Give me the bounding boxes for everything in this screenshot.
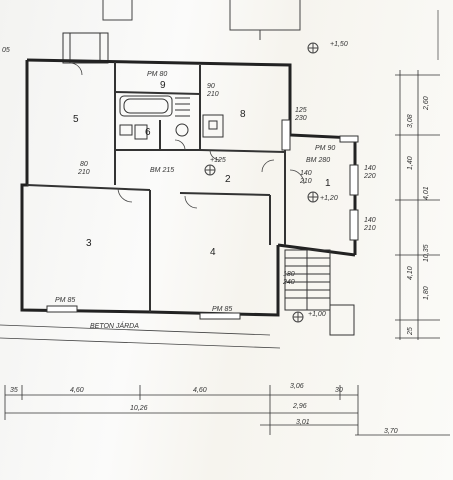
label-dim-90-a: 90: [207, 83, 215, 90]
label-dim-210-d: 210: [363, 225, 376, 232]
room-number-3: 3: [86, 238, 92, 249]
label-level-100: +1,00: [308, 311, 326, 318]
label-dim-220: 220: [363, 173, 376, 180]
label-pm-85-b: PM 85: [212, 306, 232, 313]
room-number-8: 8: [240, 109, 246, 120]
dim-right-410: 4,10: [407, 266, 414, 280]
label-dim-180: 180: [283, 271, 295, 278]
inner-walls: [26, 62, 286, 312]
label-beton-jarak: BETON JÁRDA: [90, 321, 139, 330]
dim-right-1035: 10,35: [423, 244, 430, 262]
dim-bottom-296: 2,96: [292, 403, 307, 410]
small-stairs: [175, 97, 190, 117]
room-number-9: 9: [160, 80, 166, 91]
right-dimension-lines: [395, 70, 440, 340]
dim-right-25: 25: [407, 327, 414, 336]
dim-right-140: 1,40: [407, 156, 414, 170]
dim-bottom-1026: 10,26: [130, 405, 148, 412]
label-pm-90: PM 90: [315, 145, 335, 152]
label-level-150: +1,50: [330, 41, 348, 48]
dim-bottom-35: 35: [10, 387, 18, 394]
dim-bottom-460-b: 4,60: [193, 387, 207, 394]
label-dim-140-b: 140: [364, 165, 376, 172]
label-dim-140: 140: [300, 170, 312, 177]
room-number-4: 4: [210, 247, 216, 258]
bottom-dimension-lines: [4, 385, 450, 436]
dim-bottom-301: 3,01: [296, 419, 310, 426]
room-number-5: 5: [73, 114, 79, 125]
dim-right-180: 1,80: [423, 286, 430, 300]
dim-bottom-460-a: 4,60: [70, 387, 84, 394]
windows: [46, 119, 359, 320]
ground-lines: [0, 324, 281, 349]
label-pm-85-a: PM 85: [55, 297, 75, 304]
label-dim-125: 125: [295, 107, 307, 114]
label-pm-top: PM 80: [147, 71, 167, 78]
room-number-6: 6: [145, 127, 151, 138]
top-neighbor-structures: [102, 0, 301, 40]
entrance-porch: [62, 32, 109, 64]
label-level-125: +125: [210, 157, 226, 164]
label-dim-210-b: 210: [77, 169, 90, 176]
staircase: [284, 249, 355, 336]
label-dim-210-a: 210: [206, 91, 219, 98]
label-bm-215: BM 215: [150, 167, 174, 174]
room-number-2: 2: [225, 174, 231, 185]
bathtub: [119, 95, 173, 117]
label-dim-left: 05: [2, 47, 10, 54]
room-number-1: 1: [325, 178, 331, 189]
dim-right-260: 2,60: [423, 96, 430, 111]
label-dim-240: 240: [282, 279, 295, 286]
dim-right-401: 4,01: [423, 186, 430, 200]
label-bm-280: BM 280: [306, 157, 330, 164]
column-marks: [204, 42, 319, 323]
label-dim-210-c: 210: [299, 178, 312, 185]
label-level-120: +1,20: [320, 195, 338, 202]
sanitary-fixtures: [119, 114, 224, 140]
dim-bottom-30: 30: [335, 387, 343, 394]
door-swings: [69, 62, 305, 209]
label-dim-80: 80: [80, 161, 88, 168]
label-dim-230: 230: [294, 115, 307, 122]
label-dim-140-c: 140: [364, 217, 376, 224]
dim-bottom-370: 3,70: [384, 428, 398, 435]
dim-right-308: 3,08: [407, 114, 414, 128]
dim-bottom-306: 3,06: [290, 383, 304, 390]
